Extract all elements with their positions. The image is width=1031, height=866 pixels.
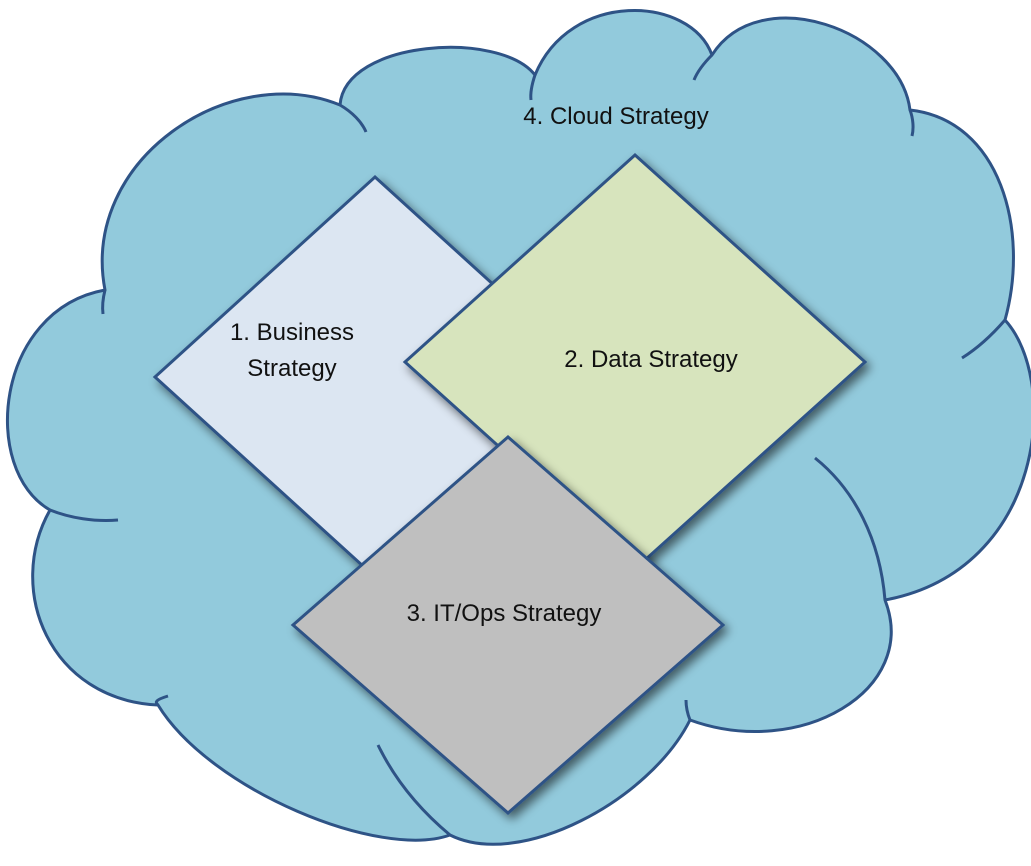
cloud-crease xyxy=(339,103,368,133)
data-strategy-label: 2. Data Strategy xyxy=(564,346,737,373)
cloud-crease xyxy=(154,694,169,707)
itops-strategy-label: 3. IT/Ops Strategy xyxy=(407,600,602,627)
cloud-crease xyxy=(961,319,1007,360)
cloud-crease xyxy=(101,289,107,315)
business-strategy-label-line1: 1. Business xyxy=(230,319,354,346)
cloud-crease xyxy=(684,699,692,721)
cloud-crease xyxy=(908,109,915,137)
cloud-crease xyxy=(49,508,119,522)
cloud-crease xyxy=(692,53,714,81)
cloud-strategy-label: 4. Cloud Strategy xyxy=(523,103,708,130)
itops-strategy-diamond xyxy=(290,435,726,815)
cloud-crease xyxy=(814,456,887,601)
cloud-crease xyxy=(529,74,537,101)
cloud-crease xyxy=(376,744,451,837)
business-strategy-label-line2: Strategy xyxy=(247,355,336,382)
